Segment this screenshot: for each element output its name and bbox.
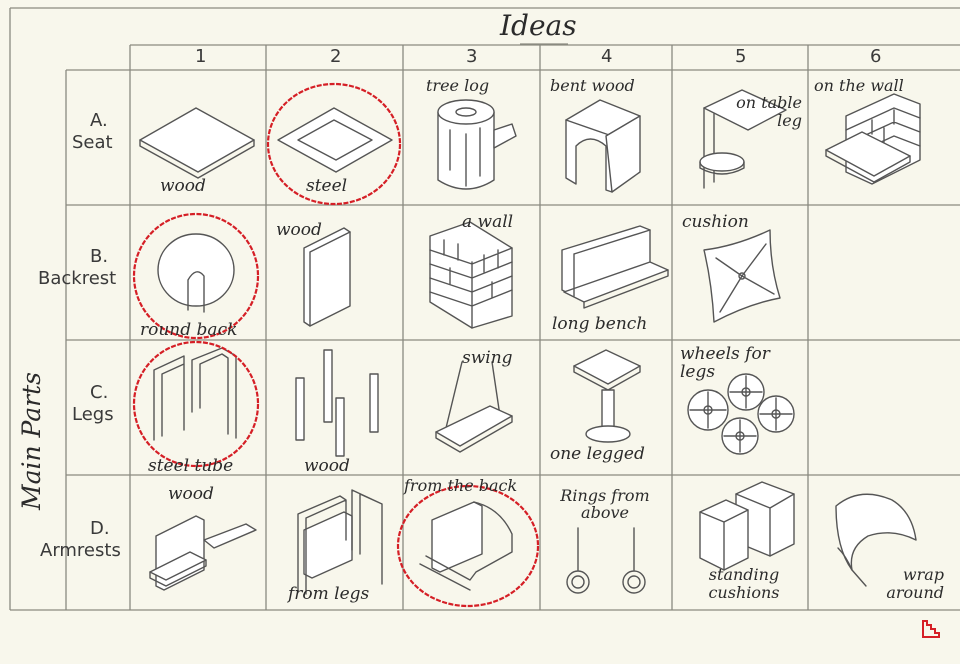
cell-a6-label: on the wall xyxy=(814,76,904,95)
cell-a1-label: wood xyxy=(160,176,206,196)
sketch-a6-wall-seat xyxy=(825,93,921,185)
highlight-b1 xyxy=(132,212,260,340)
column-header-1: 1 xyxy=(195,46,207,67)
row-letter-b: B. xyxy=(90,246,109,267)
highlight-d3 xyxy=(396,484,540,608)
sketch-c1-steel-tube xyxy=(153,347,237,441)
cell-a3-label: tree log xyxy=(426,76,490,95)
row-name-c: Legs xyxy=(72,404,114,425)
sketch-d3-from-back xyxy=(419,501,513,591)
cell-c4-label: one legged xyxy=(550,444,645,464)
sketch-b5-cushion xyxy=(703,229,781,323)
cell-d2-label: from legs xyxy=(288,584,370,604)
highlight-a2 xyxy=(266,82,402,206)
sketch-b2-wood-back xyxy=(303,227,351,327)
cell-d4-label: Rings from above xyxy=(560,486,650,522)
cell-d5-label: standing cushions xyxy=(708,565,780,602)
row-letter-c: C. xyxy=(90,382,109,403)
sketch-d1-wood-armrest xyxy=(149,515,257,591)
sketch-c3-swing xyxy=(435,361,513,453)
sketch-d5-standing-cushions xyxy=(699,481,795,571)
sketch-a5-table-leg xyxy=(699,89,787,189)
cell-a5-label: on table leg xyxy=(736,93,802,130)
cell-d3-label: from the back xyxy=(404,476,518,495)
cell-c3-label: swing xyxy=(462,348,513,368)
highlight-c1 xyxy=(132,340,260,468)
cell-b2-label: wood xyxy=(276,220,322,240)
cell-b4-label: long bench xyxy=(552,314,648,334)
column-header-2: 2 xyxy=(330,46,342,67)
sketch-c2-wood-legs xyxy=(295,349,379,457)
sketch-b1-round-back xyxy=(157,233,235,313)
sketch-a4-bent-wood xyxy=(565,99,641,193)
row-letter-d: D. xyxy=(90,518,110,539)
row-letter-a: A. xyxy=(90,110,108,131)
sketch-d6-wrap-around xyxy=(835,493,917,587)
column-header-4: 4 xyxy=(601,46,613,67)
cell-c2-label: wood xyxy=(304,456,350,476)
sketch-d2-from-legs xyxy=(297,489,383,595)
cell-a4-label: bent wood xyxy=(550,76,635,95)
sketch-d4-rings xyxy=(566,527,646,594)
cell-b1-label: round back xyxy=(140,320,238,340)
row-name-b: Backrest xyxy=(38,268,117,289)
sketch-a1-wood-seat xyxy=(139,107,255,179)
sketch-a2-steel-seat xyxy=(277,107,393,173)
cell-d6-label: wrap around xyxy=(886,565,944,602)
brand-logo-icon xyxy=(922,620,940,638)
sketch-c4-one-legged xyxy=(573,349,641,443)
sketch-b3-brick-wall xyxy=(429,221,513,329)
column-header-5: 5 xyxy=(735,46,747,67)
highlight-circles xyxy=(132,82,540,608)
cell-b3-label: a wall xyxy=(462,212,514,232)
column-header-3: 3 xyxy=(466,46,478,67)
column-header-6: 6 xyxy=(870,46,882,67)
grid-lines xyxy=(9,7,960,611)
cell-b5-label: cushion xyxy=(682,212,749,232)
cell-c1-label: steel tube xyxy=(148,456,234,476)
row-name-d: Armrests xyxy=(40,540,121,561)
side-title: Main Parts xyxy=(17,372,46,510)
ideas-title: Ideas xyxy=(500,9,577,42)
cell-c5-label: wheels for legs xyxy=(680,344,770,382)
sketch-c5-wheels xyxy=(687,373,795,455)
cell-d1-label: wood xyxy=(168,484,214,504)
sketch-a3-tree-log xyxy=(437,99,517,190)
row-name-a: Seat xyxy=(72,132,113,153)
sketch-b4-long-bench xyxy=(561,225,669,309)
cell-a2-label: steel xyxy=(306,176,348,196)
